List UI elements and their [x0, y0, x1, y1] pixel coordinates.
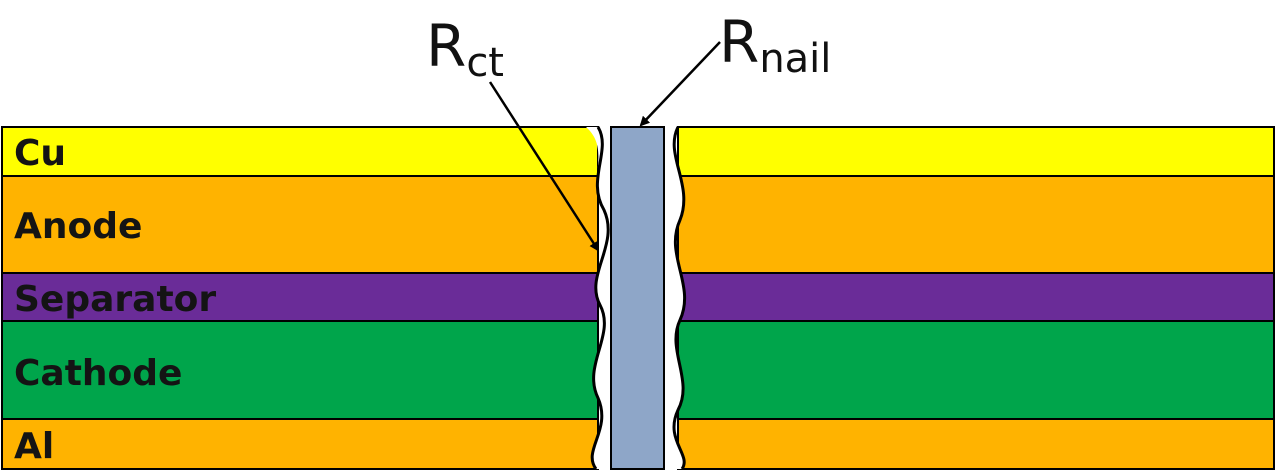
layer-label-al: Al [14, 426, 54, 467]
right-cu-layer [677, 126, 1275, 177]
right-al-layer [677, 418, 1275, 470]
right-separator-layer [677, 272, 1275, 322]
left-anode-layer [1, 175, 599, 274]
right-layer-stack [677, 126, 1275, 470]
nail [610, 126, 665, 470]
rct-subscript: ct [466, 40, 504, 86]
left-layer-stack [1, 126, 599, 470]
left-wavy-edge [590, 126, 610, 470]
layer-label-anode: Anode [14, 206, 142, 247]
rct-label: Rct [426, 12, 504, 86]
right-cathode-layer [677, 320, 1275, 420]
left-al-layer [1, 418, 599, 470]
rnail-label: Rnail [719, 8, 831, 82]
left-cu-layer [1, 126, 599, 177]
left-cathode-layer [1, 320, 599, 420]
right-anode-layer [677, 175, 1275, 274]
rct-arrow [488, 81, 600, 252]
rnail-main: R [719, 8, 759, 76]
rnail-subscript: nail [759, 36, 831, 82]
rnail-arrow [639, 41, 721, 127]
layer-label-separator: Separator [14, 279, 216, 320]
layer-label-cu: Cu [14, 133, 66, 174]
rct-main: R [426, 12, 466, 80]
right-wavy-edge [672, 126, 687, 470]
layer-label-cathode: Cathode [14, 353, 182, 394]
right-wavy-edge-fill [664, 127, 685, 469]
